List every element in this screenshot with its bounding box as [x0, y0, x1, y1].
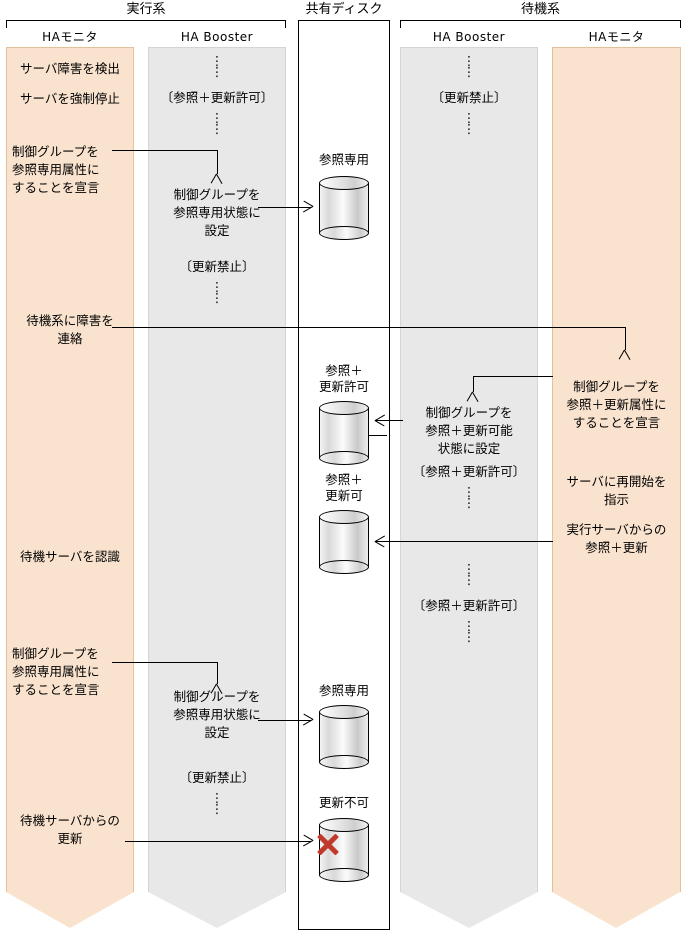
standby-booster-dots-1: ⋮⋮: [462, 53, 476, 79]
connector-declare-readonly-2-vertical: [217, 662, 218, 684]
active-booster-dots-3: ⋮⋮: [210, 279, 224, 305]
disk-cylinder-5: [319, 818, 369, 882]
active-booster-dots-1: ⋮⋮: [210, 53, 224, 79]
connector-disk-2-tick: [369, 435, 387, 436]
standby-monitor-instruct-restart: サーバに再開始を 指示: [566, 474, 667, 507]
connector-update-from-standby: [125, 841, 311, 842]
group-title-shared-disk: 共有ディスク: [305, 2, 383, 17]
standby-booster-state-noupdate: 〔更新禁止〕: [431, 90, 507, 105]
connector-booster-to-disk-1: [258, 207, 311, 208]
disk-label-2: 参照＋ 更新許可: [318, 363, 369, 394]
column-header-active-monitor: HAモニタ: [42, 30, 98, 44]
group-title-active: 実行系: [126, 2, 166, 17]
active-booster-state-noupdate-1: 〔更新禁止〕: [179, 259, 255, 274]
lane-standby-booster: [400, 47, 538, 928]
connector-booster-to-disk-4: [258, 720, 311, 721]
active-booster-set-readonly-1: 制御グループを 参照専用状態に 設定: [173, 187, 261, 238]
active-monitor-detect-failure: サーバ障害を検出: [20, 61, 120, 76]
standby-booster-set-readwrite: 制御グループを 参照＋更新可能 状態に設定: [425, 405, 513, 456]
column-header-standby-monitor: HAモニタ: [588, 30, 645, 44]
group-title-standby: 待機系: [520, 2, 560, 17]
active-monitor-declare-readonly-1: 制御グループを 参照専用属性に することを宣言: [12, 144, 100, 195]
connector-notify-standby-horizontal: [112, 327, 625, 328]
connector-declare-readonly-1-horizontal: [112, 150, 217, 151]
disk-cylinder-4: [319, 705, 369, 769]
lane-standby-monitor: [552, 47, 681, 928]
disk-cylinder-2: [319, 401, 369, 465]
disk-cylinder-1: [319, 176, 369, 240]
disk-label-3: 参照＋ 更新可: [325, 472, 363, 503]
connector-booster-to-disk-2: [375, 420, 403, 421]
active-booster-state-rw-1: 〔参照＋更新許可〕: [160, 90, 274, 105]
update-denied-x-icon: [315, 831, 341, 857]
standby-booster-state-rw-1: 〔参照＋更新許可〕: [412, 464, 526, 479]
active-monitor-recognize-standby: 待機サーバを認識: [20, 549, 120, 564]
connector-notify-standby-vertical: [625, 327, 626, 350]
active-monitor-declare-readonly-2: 制御グループを 参照専用属性に することを宣言: [12, 646, 100, 697]
standby-booster-dots-4: ⋮⋮: [462, 561, 476, 587]
standby-booster-dots-3: ⋮⋮: [462, 484, 476, 510]
bracket-active: [6, 20, 286, 28]
active-booster-dots-4: ⋮⋮: [210, 790, 224, 816]
column-header-active-booster: HA Booster: [180, 30, 254, 44]
standby-booster-dots-5: ⋮⋮: [462, 618, 476, 644]
active-monitor-force-stop: サーバを強制停止: [20, 91, 120, 106]
standby-booster-state-rw-2: 〔参照＋更新許可〕: [412, 598, 526, 613]
connector-declare-readonly-1-vertical: [217, 150, 218, 174]
standby-booster-dots-2: ⋮⋮: [462, 110, 476, 136]
standby-monitor-rw-from-active: 実行サーバからの 参照＋更新: [566, 522, 667, 555]
connector-declare-readwrite-horizontal: [473, 376, 553, 377]
column-header-standby-booster: HA Booster: [432, 30, 506, 44]
bracket-standby: [400, 20, 681, 28]
shared-disk-container: [298, 20, 390, 930]
active-booster-dots-2: ⋮⋮: [210, 110, 224, 136]
connector-declare-readonly-2-horizontal: [112, 662, 217, 663]
lane-active-booster: [148, 47, 286, 928]
lane-active-monitor: [6, 47, 134, 928]
active-booster-state-noupdate-2: 〔更新禁止〕: [179, 770, 255, 785]
disk-cylinder-3: [319, 510, 369, 574]
connector-standby-to-disk-3: [375, 541, 553, 542]
active-monitor-notify-standby: 待機系に障害を 連絡: [26, 313, 114, 346]
disk-label-1: 参照専用: [318, 152, 369, 167]
connector-declare-readwrite-vertical: [473, 376, 474, 392]
active-booster-set-readonly-2: 制御グループを 参照専用状態に 設定: [173, 689, 261, 740]
active-monitor-update-from-standby: 待機サーバからの 更新: [20, 813, 120, 846]
disk-label-4: 参照専用: [318, 683, 369, 698]
standby-monitor-declare-readwrite: 制御グループを 参照＋更新属性に することを宣言: [566, 379, 667, 430]
disk-label-5: 更新不可: [318, 795, 369, 810]
